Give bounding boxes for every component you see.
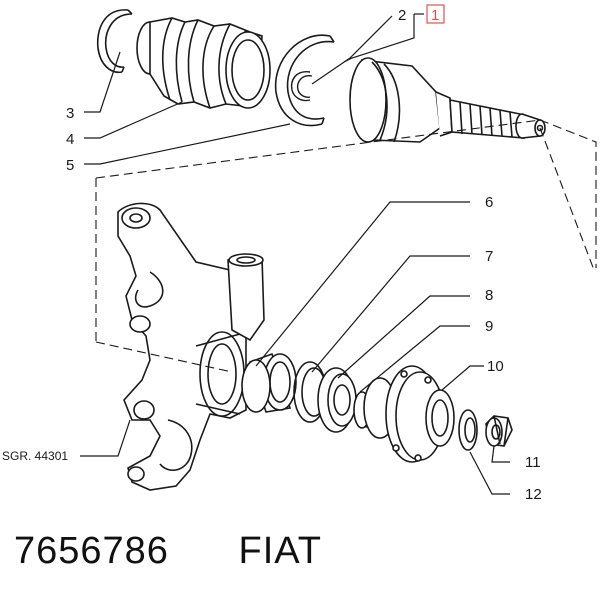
bearing-sleeve-part-6 — [241, 352, 297, 413]
callout-7: 7 — [485, 248, 493, 265]
callout-6: 6 — [485, 194, 493, 211]
hub-part-9-10 — [353, 365, 455, 463]
steering-knuckle — [117, 202, 265, 491]
callout-8: 8 — [485, 287, 493, 304]
footer: 7656786 FIAT — [14, 530, 322, 573]
washer-part-12 — [458, 409, 478, 451]
callout-2: 2 — [398, 7, 406, 24]
callout-5: 5 — [66, 157, 74, 174]
callout-9: 9 — [485, 318, 493, 335]
callout-12: 12 — [525, 486, 542, 503]
brand-name: FIAT — [238, 530, 323, 572]
leader-lines — [80, 13, 510, 495]
callout-3: 3 — [66, 105, 74, 122]
callout-labels: 1 2 3 4 5 6 7 8 9 10 11 12 SGR. 44301 — [2, 4, 542, 503]
small-circlip-part-2 — [290, 71, 313, 102]
callout-1: 1 — [431, 7, 439, 24]
snap-ring-part-5 — [274, 34, 335, 127]
callout-1-box — [426, 4, 445, 24]
circlip-part-3 — [96, 9, 133, 73]
bearing-part-8 — [317, 367, 357, 433]
assembly-dashed-lines — [95, 119, 597, 373]
boot-part-4 — [136, 17, 271, 109]
nut-part-11 — [485, 415, 513, 447]
cv-joint-part-1 — [349, 57, 546, 143]
callout-10: 10 — [487, 358, 504, 375]
reference-code: SGR. 44301 — [2, 449, 68, 463]
callout-4: 4 — [66, 131, 74, 148]
part-number: 7656786 — [14, 530, 169, 572]
callout-11: 11 — [525, 454, 541, 471]
